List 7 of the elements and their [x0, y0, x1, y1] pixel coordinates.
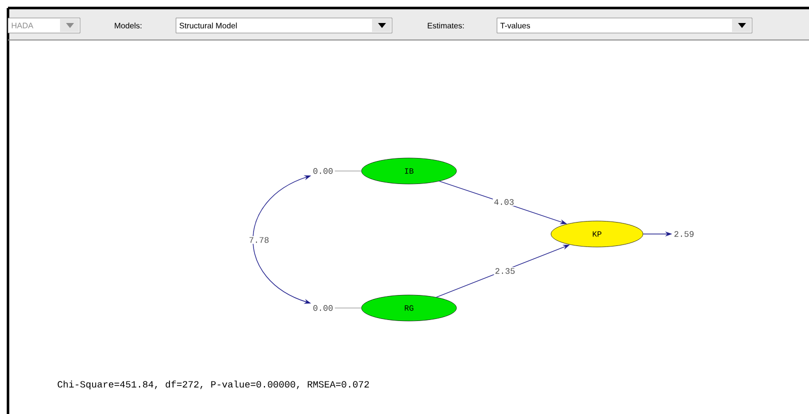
edge-label: 4.03: [494, 199, 514, 205]
value-label: 0.00: [313, 305, 333, 311]
fit-statistics: Chi-Square=451.84, df=272, P-value=0.00000, RMSEA=0.072: [58, 380, 369, 390]
value-label: 0.00: [313, 168, 333, 174]
edge-label: 7.78: [250, 237, 269, 243]
edge-label: 2.35: [495, 268, 515, 274]
value-label: 2.59: [674, 231, 694, 237]
